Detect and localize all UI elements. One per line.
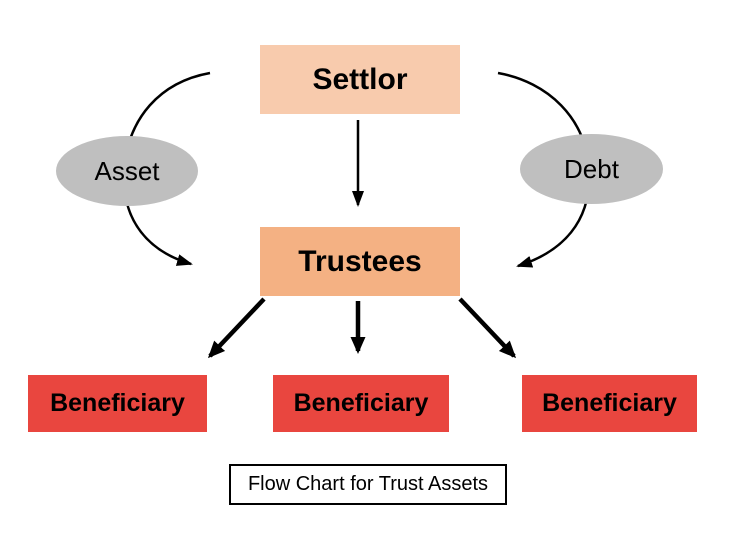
beneficiary-left-label: Beneficiary (50, 389, 185, 417)
beneficiary-center-label: Beneficiary (293, 389, 429, 417)
trustees-node: Trustees (260, 227, 460, 296)
caption-label: Flow Chart for Trust Assets (247, 473, 489, 495)
trustees-label: Trustees (298, 244, 422, 278)
debt-ellipse-node: Debt (520, 134, 663, 204)
edge-trustees-to-beneficiary-right-arrow (458, 297, 517, 359)
edge-trustees-to-beneficiary-left-arrow (207, 297, 266, 359)
settlor-label: Settlor (312, 62, 408, 96)
beneficiary-center-node: Beneficiary (273, 375, 449, 432)
settlor-node: Settlor (260, 45, 460, 114)
caption-box: Flow Chart for Trust Assets (229, 464, 507, 505)
beneficiary-right-node: Beneficiary (522, 375, 697, 432)
debt-label: Debt (564, 153, 619, 184)
asset-label: Asset (94, 155, 160, 186)
beneficiary-right-label: Beneficiary (542, 389, 677, 417)
beneficiary-left-node: Beneficiary (28, 375, 207, 432)
asset-ellipse-node: Asset (56, 136, 198, 206)
